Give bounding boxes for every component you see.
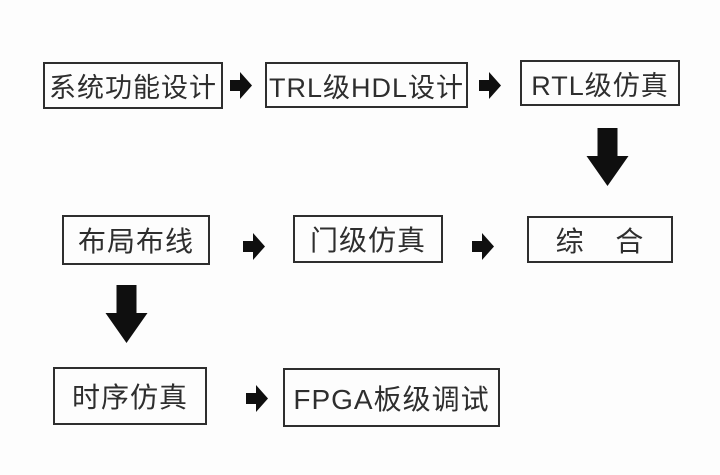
flow-step-fpga-board-debug: FPGA板级调试 <box>283 368 500 427</box>
flow-step-label: 门级仿真 <box>309 225 426 256</box>
right-arrow-icon <box>230 72 252 99</box>
flow-step-label: 综 合 <box>555 225 645 257</box>
flow-step-system-function-design: 系统功能设计 <box>43 62 223 109</box>
flow-step-timing-simulation: 时序仿真 <box>53 367 207 425</box>
right-arrow-icon <box>246 385 268 412</box>
right-arrow-icon <box>472 233 494 260</box>
flow-step-rtl-simulation: RTL级仿真 <box>520 60 680 106</box>
flow-step-label: FPGA板级调试 <box>293 383 490 415</box>
flow-step-label: 系统功能设计 <box>49 73 217 103</box>
flow-step-label: 时序仿真 <box>71 382 188 413</box>
down-arrow-icon <box>586 128 629 186</box>
flow-step-label: TRL级HDL设计 <box>268 72 465 103</box>
flow-step-hdl-design: TRL级HDL设计 <box>265 62 468 108</box>
flow-step-gate-level-simulation: 门级仿真 <box>293 215 443 263</box>
down-arrow-icon <box>105 285 148 343</box>
flow-step-label: 布局布线 <box>77 226 194 257</box>
flow-step-place-route: 布局布线 <box>62 215 210 265</box>
flow-step-synthesis: 综 合 <box>527 216 673 263</box>
right-arrow-icon <box>243 233 265 260</box>
flow-step-label: RTL级仿真 <box>531 70 669 101</box>
right-arrow-icon <box>479 72 501 99</box>
